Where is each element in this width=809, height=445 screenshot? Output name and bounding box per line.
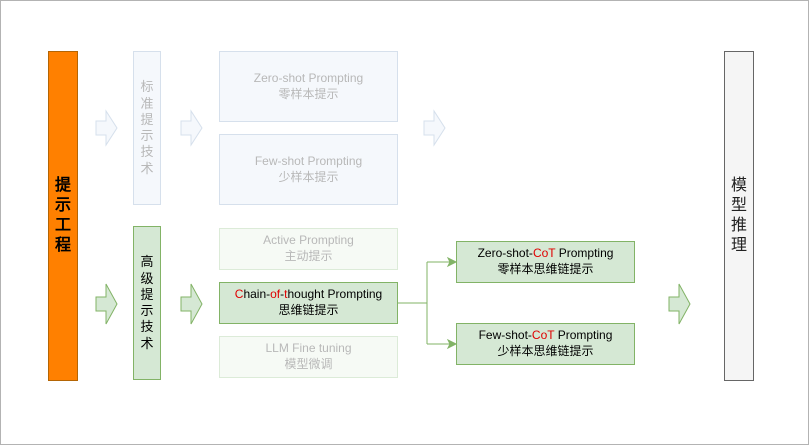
bar-char: 推	[730, 217, 747, 234]
bar-char: 型	[730, 197, 747, 214]
title-part: Few-shot-	[478, 328, 532, 343]
highlight-letter: of	[270, 287, 281, 302]
bar-char: 模	[730, 177, 747, 194]
title-part: hought Prompting	[287, 287, 383, 302]
group-char: 标	[140, 79, 154, 95]
title-part: Zero-shot-	[477, 246, 533, 261]
title-part: Prompting	[555, 246, 614, 261]
group-char: 级	[140, 270, 154, 286]
highlight-letter: C	[234, 287, 244, 302]
chain-of-thought-box: Chain-of-thought Prompting 思维链提示	[219, 282, 398, 324]
group-char: 示	[140, 128, 154, 143]
llm-fine-tuning-box: LLM Fine tuning 模型微调	[219, 336, 398, 378]
group-char: 准	[140, 95, 154, 111]
block-arrow-icon	[423, 109, 446, 147]
model-inference-bar: 模 型 推 理	[724, 51, 754, 381]
box-title-zh: 少样本提示	[278, 169, 339, 184]
few-shot-cot-box: Few-shot-CoT Prompting 少样本思维链提示	[456, 323, 635, 365]
box-title-zh: 零样本提示	[278, 86, 339, 101]
block-arrow-icon	[95, 283, 118, 325]
highlight-text: CoT	[531, 328, 555, 343]
box-title-zh: 思维链提示	[278, 303, 339, 317]
highlight-text: CoT	[532, 246, 556, 261]
box-title-en: Zero-shot-CoT Prompting	[478, 246, 614, 262]
box-title-zh: 少样本思维链提示	[497, 344, 594, 358]
arrowhead-icon	[446, 256, 458, 268]
group-char: 提	[140, 286, 154, 302]
box-title-en: Active Prompting	[263, 233, 354, 248]
box-title-zh: 模型微调	[284, 357, 333, 371]
box-title-zh: 零样本思维链提示	[497, 262, 594, 276]
group-char: 高	[140, 254, 154, 270]
group-char: 技	[140, 319, 154, 335]
few-shot-prompting-box: Few-shot Prompting 少样本提示	[219, 134, 398, 205]
group-char: 示	[140, 303, 154, 318]
box-title-en: Zero-shot Prompting	[253, 70, 364, 85]
box-title-en: Few-shot Prompting	[254, 153, 363, 168]
block-arrow-icon	[668, 283, 691, 325]
bar-char: 程	[54, 237, 71, 254]
box-title-en: Few-shot-CoT Prompting	[479, 328, 613, 344]
title-part: Prompting	[554, 328, 613, 343]
bar-char: 工	[54, 217, 71, 234]
title-part: hain-	[243, 287, 271, 302]
block-arrow-icon	[180, 283, 203, 325]
standard-techniques-box: 标 准 提 示 技 术	[133, 51, 161, 205]
zero-shot-prompting-box: Zero-shot Prompting 零样本提示	[219, 51, 398, 122]
box-title-en: LLM Fine tuning	[265, 341, 352, 356]
zero-shot-cot-box: Zero-shot-CoT Prompting 零样本思维链提示	[456, 241, 635, 283]
box-title-en: Chain-of-thought Prompting	[235, 287, 382, 303]
bar-char: 提	[54, 177, 71, 194]
advanced-techniques-box: 高 级 提 示 技 术	[133, 226, 161, 380]
title-part: -	[280, 287, 285, 302]
prompt-engineering-bar: 提 示 工 程	[48, 51, 78, 381]
group-char: 技	[140, 144, 154, 160]
bar-char: 示	[54, 197, 71, 214]
highlight-letter: t	[284, 287, 288, 302]
block-arrow-icon	[180, 109, 203, 147]
arrowhead-icon	[446, 338, 458, 350]
bar-char: 理	[730, 237, 747, 254]
group-char: 术	[140, 160, 154, 176]
group-char: 术	[140, 335, 154, 351]
group-char: 提	[140, 111, 154, 127]
active-prompting-box: Active Prompting 主动提示	[219, 228, 398, 270]
box-title-zh: 主动提示	[284, 249, 333, 263]
block-arrow-icon	[95, 109, 118, 147]
